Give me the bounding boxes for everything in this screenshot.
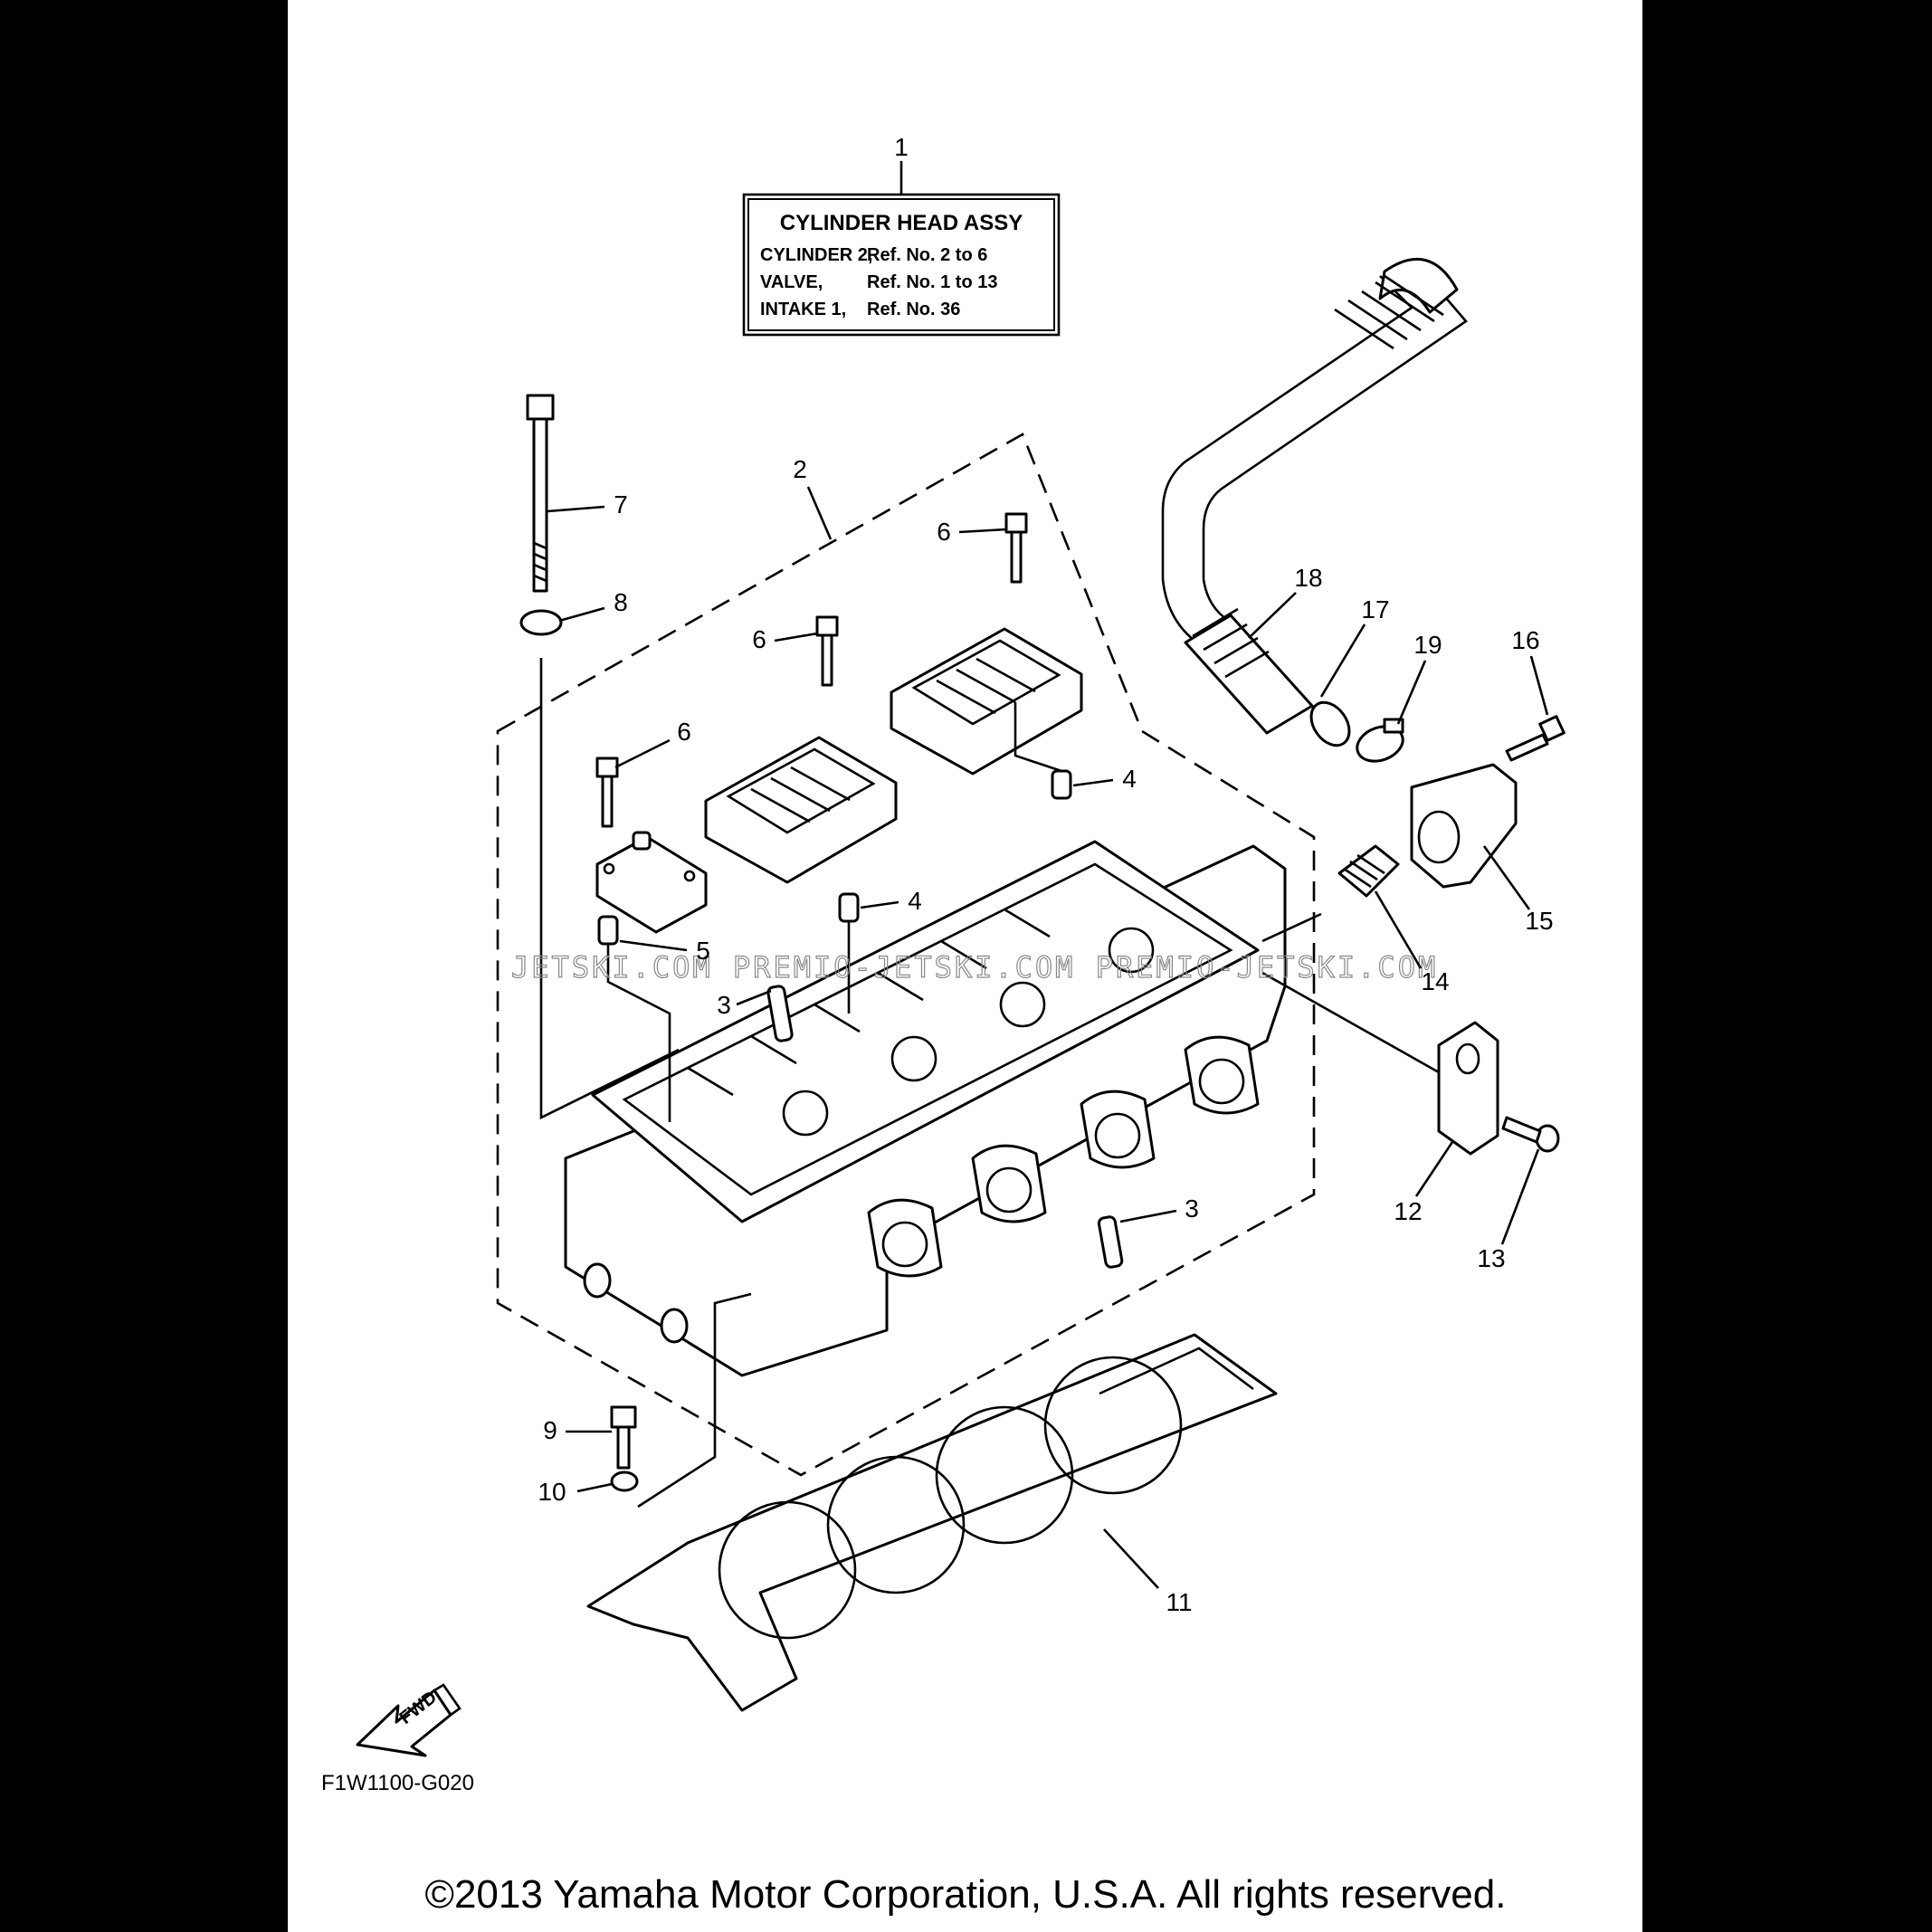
callout-19: 19 xyxy=(1413,631,1442,659)
thermostat-14 xyxy=(1337,844,1400,898)
callout-6-rear: 6 xyxy=(937,518,951,546)
washer-8 xyxy=(519,609,563,636)
legend-title: CYLINDER HEAD ASSY xyxy=(780,211,1023,235)
guide-3-upper xyxy=(766,985,794,1042)
fwd-arrow: FWD xyxy=(356,1683,462,1757)
thermostat-housing-15 xyxy=(1410,763,1518,889)
watermark: JETSKI.COM PREMIO-JETSKI.COM PREMIO-JETS… xyxy=(511,950,1438,985)
dowel-4-rear xyxy=(1051,769,1072,800)
head-gasket xyxy=(586,1333,1278,1712)
guide-3-lower xyxy=(1097,1215,1124,1269)
bolt-16 xyxy=(1505,715,1566,762)
callout-3-upper: 3 xyxy=(717,991,731,1019)
washer-10 xyxy=(610,1470,639,1492)
callout-1: 1 xyxy=(894,133,909,161)
legend-line-1-ref: Ref. No. 2 to 6 xyxy=(867,245,987,265)
callout-6-front: 6 xyxy=(677,718,691,746)
bolt-6-front xyxy=(595,757,619,828)
callout-4-rear: 4 xyxy=(1122,765,1137,793)
callout-7: 7 xyxy=(614,490,628,519)
bolt-9 xyxy=(610,1405,637,1470)
hose-clamp-19 xyxy=(1356,718,1404,763)
callout-11: 11 xyxy=(1166,1588,1192,1616)
cam-cap-front xyxy=(595,831,708,934)
callouts: 1 2 3 3 4 4 5 6 6 6 7 8 9 10 xyxy=(538,133,1553,1616)
cam-cap-middle xyxy=(704,736,898,884)
legend-line-1-name: CYLINDER 2, xyxy=(760,245,872,265)
bolt-7 xyxy=(526,394,555,593)
assembly-outline xyxy=(496,433,1316,1477)
cam-cap-rear xyxy=(890,627,1083,776)
callout-10: 10 xyxy=(538,1478,566,1506)
cylinder-head xyxy=(564,840,1287,1377)
callout-2: 2 xyxy=(793,455,807,483)
legend-line-3-ref: Ref. No. 36 xyxy=(867,300,960,319)
legend-line-3-name: INTAKE 1, xyxy=(760,300,846,319)
water-hose xyxy=(1161,257,1468,747)
callout-12: 12 xyxy=(1394,1197,1422,1225)
legend-box: CYLINDER HEAD ASSY CYLINDER 2, Ref. No. … xyxy=(742,161,1061,337)
callout-5: 5 xyxy=(696,937,710,965)
callout-8: 8 xyxy=(614,588,628,616)
callout-17: 17 xyxy=(1361,595,1389,623)
callout-6-middle: 6 xyxy=(752,625,766,653)
callout-16: 16 xyxy=(1511,626,1539,654)
bolt-6-middle xyxy=(815,615,839,687)
callout-18: 18 xyxy=(1294,564,1322,592)
callout-13: 13 xyxy=(1477,1244,1505,1272)
legend-line-2-ref: Ref. No. 1 to 13 xyxy=(867,272,997,292)
callout-3-lower: 3 xyxy=(1185,1194,1199,1223)
dowel-5 xyxy=(597,915,619,946)
callout-9: 9 xyxy=(543,1416,557,1444)
callout-14: 14 xyxy=(1421,967,1449,995)
screw-13 xyxy=(1501,1116,1560,1153)
diagram-code: F1W1100-G020 xyxy=(321,1771,474,1795)
legend-line-2-name: VALVE, xyxy=(760,272,823,292)
bolt-6-rear xyxy=(1004,512,1028,584)
dowel-4-middle xyxy=(838,892,860,923)
callout-4-middle: 4 xyxy=(908,887,922,915)
bracket-12 xyxy=(1437,1021,1499,1156)
callout-15: 15 xyxy=(1525,907,1553,935)
copyright-notice: ©2013 Yamaha Motor Corporation, U.S.A. A… xyxy=(425,1872,1507,1917)
